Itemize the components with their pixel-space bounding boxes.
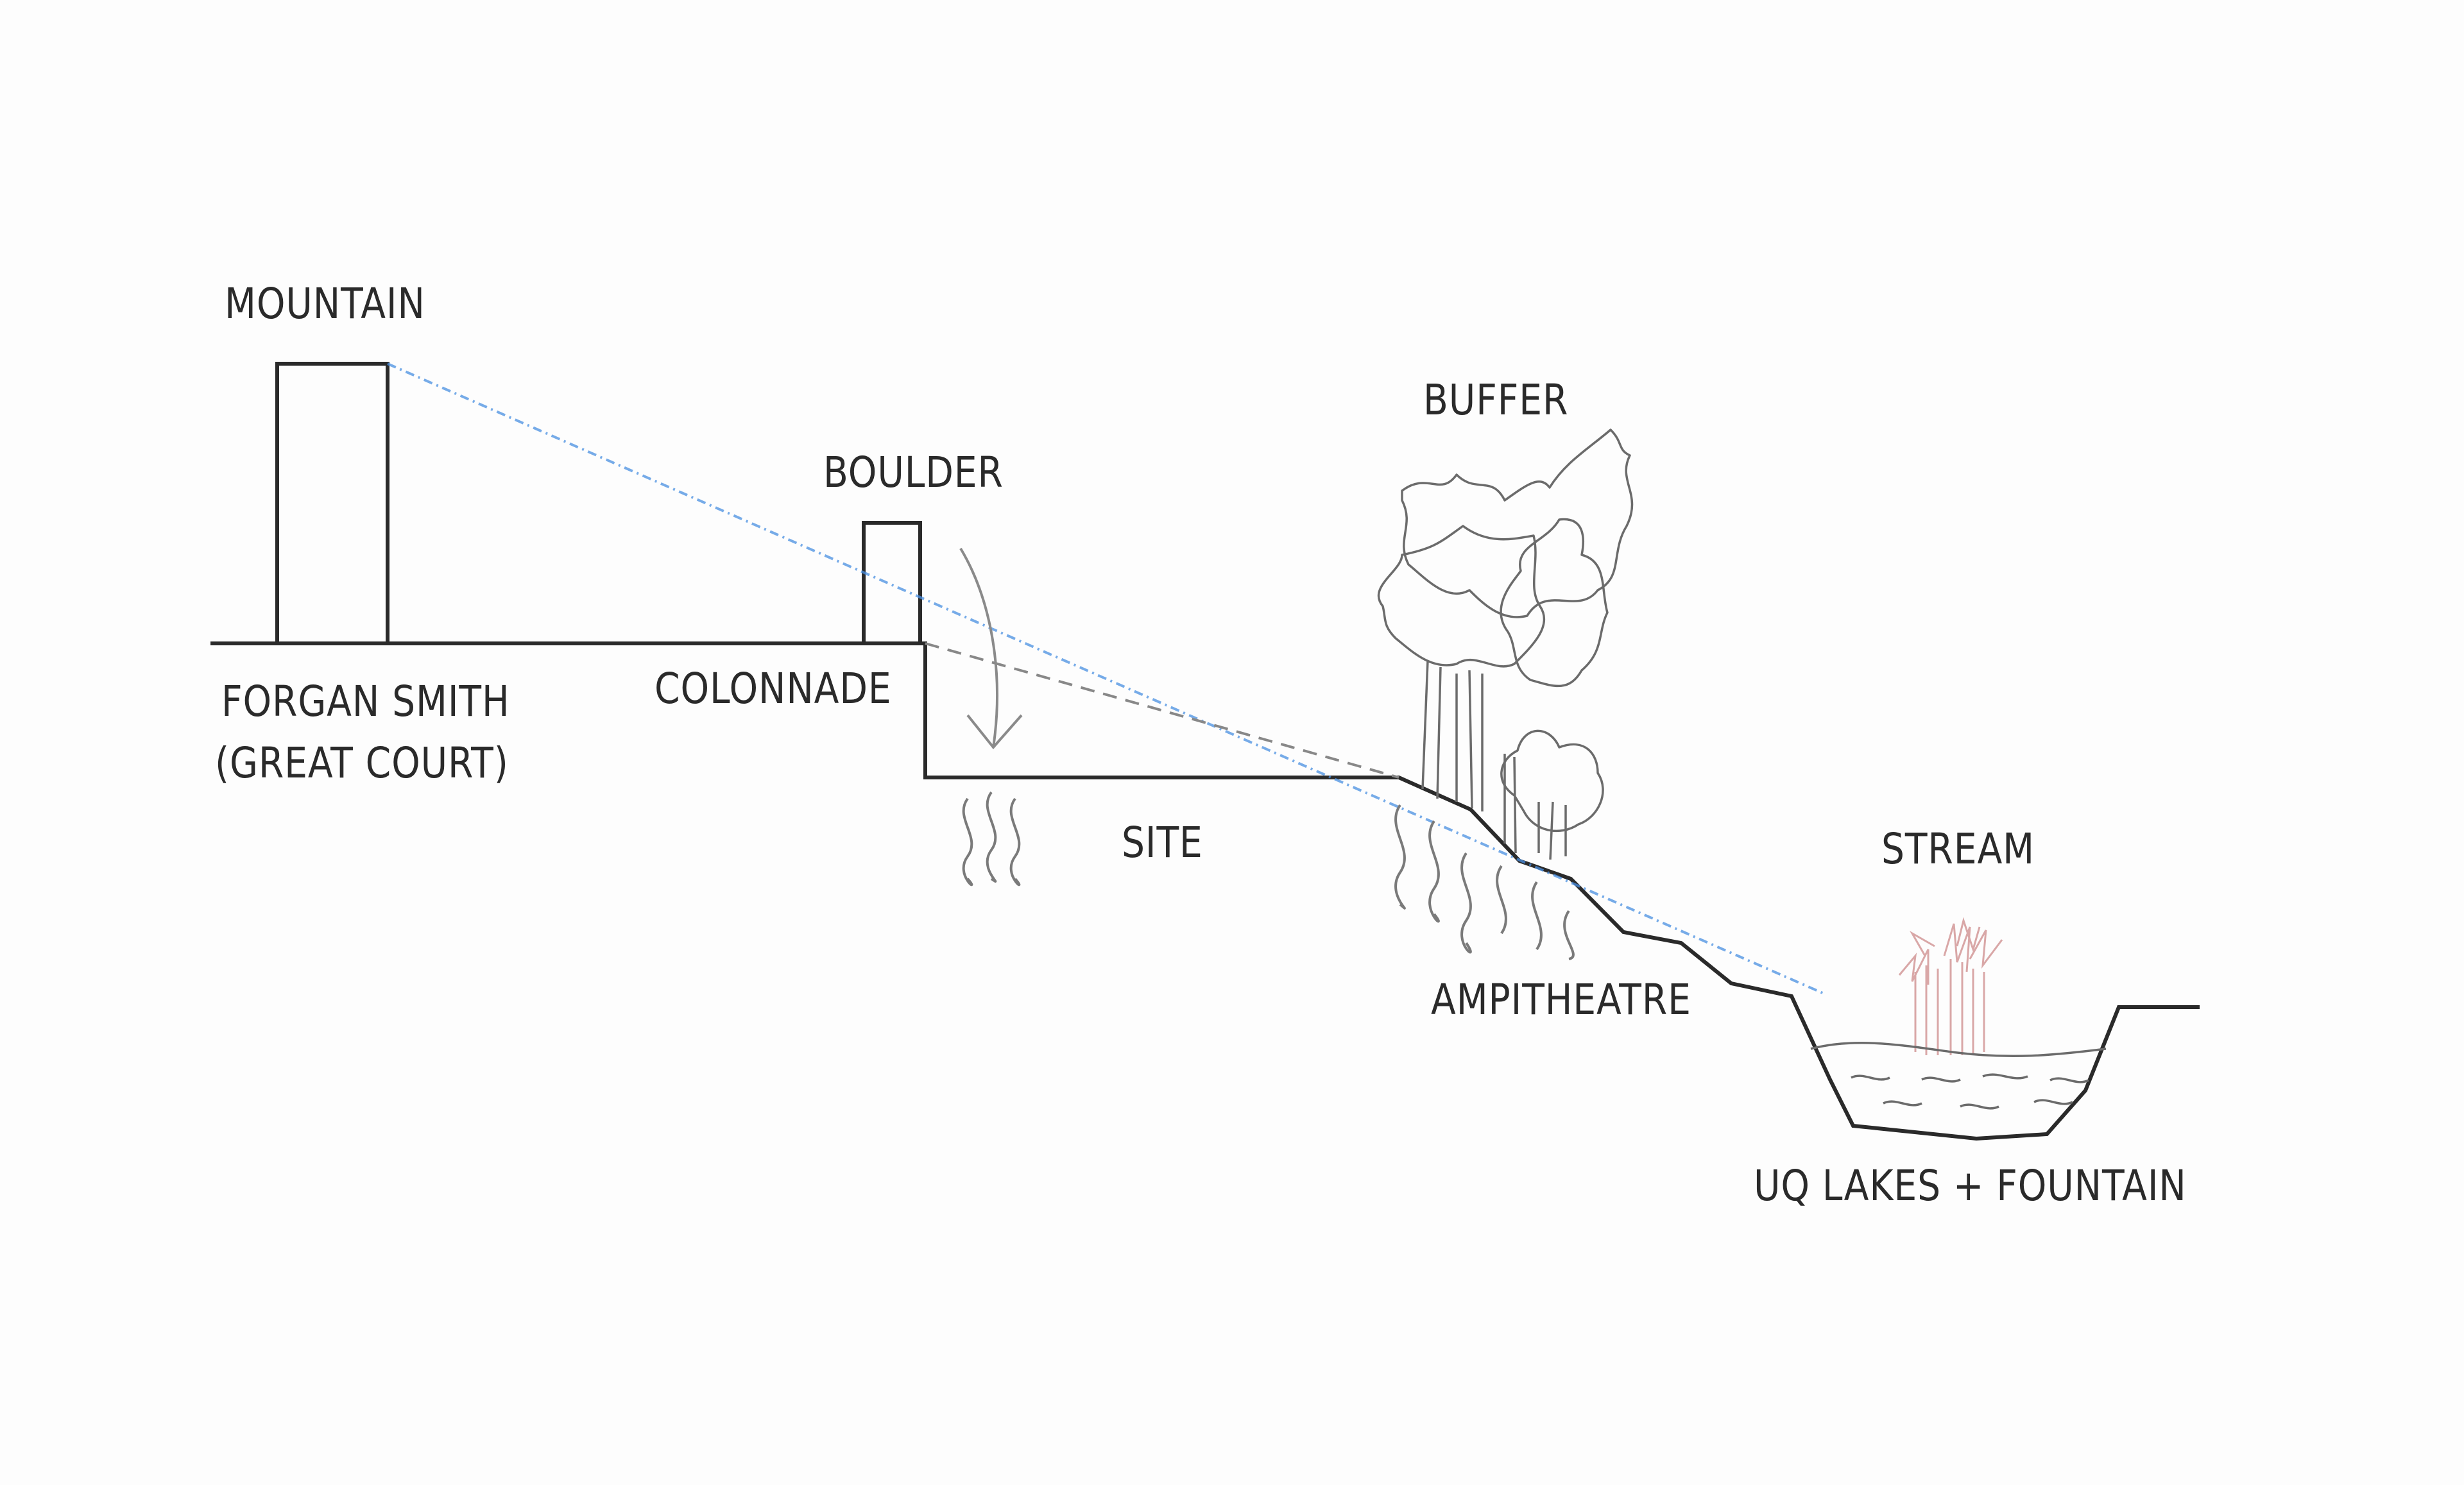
curved-arrow xyxy=(959,547,998,748)
label-buffer: BUFFER xyxy=(1423,375,1569,425)
label-great-court: (GREAT COURT) xyxy=(215,738,509,788)
water-surface-line xyxy=(1810,1042,2107,1058)
label-stream: STREAM xyxy=(1881,824,2035,874)
boulder-block xyxy=(862,521,922,645)
label-uq-lakes: UQ LAKES + FOUNTAIN xyxy=(1754,1161,2187,1210)
mountain-block xyxy=(275,362,389,645)
front-tree-canopy xyxy=(1377,525,1546,668)
label-ampitheatre: AMPITHEATRE xyxy=(1431,975,1691,1024)
label-colonnade: COLONNADE xyxy=(654,664,892,713)
ground-profile-line xyxy=(210,362,2200,1141)
label-boulder: BOULDER xyxy=(823,448,1004,497)
small-tree-canopy xyxy=(1500,729,1604,833)
sightline-dotted xyxy=(387,362,1826,996)
arrow-head-icon xyxy=(966,714,1023,750)
buffer-trees xyxy=(1377,429,1634,860)
label-mountain: MOUNTAIN xyxy=(225,279,425,328)
label-forgan-smith: FORGAN SMITH xyxy=(221,677,510,726)
dashed-view-line xyxy=(925,642,1399,779)
label-site: SITE xyxy=(1122,818,1203,867)
site-wavy-lines xyxy=(962,791,1021,887)
mid-tree-canopy xyxy=(1500,518,1609,688)
stream-reeds xyxy=(1898,917,2003,1055)
tall-tree-canopy xyxy=(1401,429,1634,618)
ampitheatre-wavy-lines xyxy=(1394,804,1575,960)
lake-water xyxy=(1810,1042,2107,1110)
